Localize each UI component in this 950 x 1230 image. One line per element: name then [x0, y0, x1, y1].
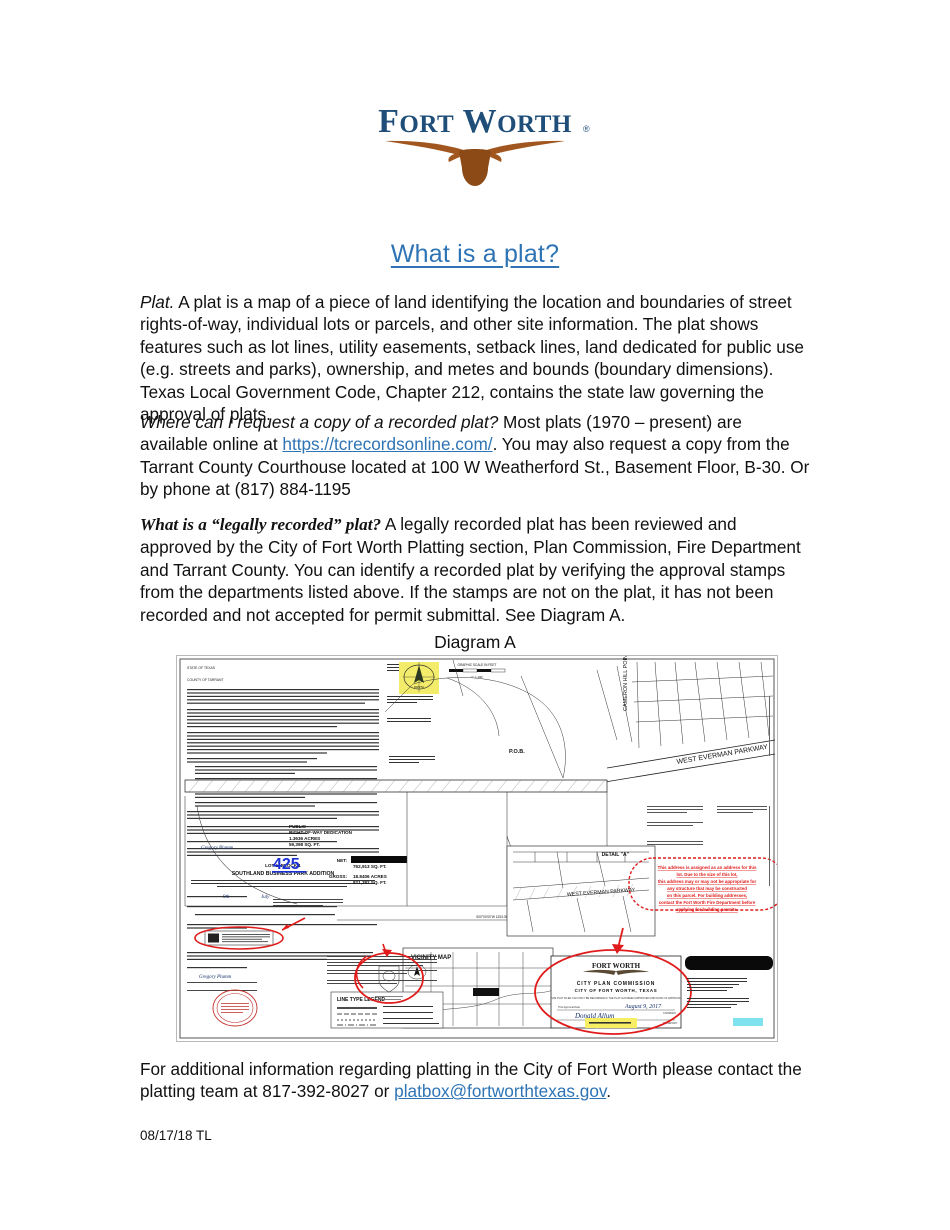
paragraph-legally-recorded: What is a “legally recorded” plat? A leg…: [140, 513, 812, 626]
plat-street-everman-detail: WEST EVERMAN PARKWAY: [567, 887, 636, 898]
svg-text:DETAIL "A": DETAIL "A": [602, 852, 630, 858]
svg-text:FORT WORTH: FORT WORTH: [378, 103, 572, 140]
svg-text:9th: 9th: [223, 895, 230, 900]
blue-annotation-425: 425: [272, 856, 306, 873]
platbox-email-link[interactable]: platbox@fortworthtexas.gov: [394, 1081, 607, 1102]
red-circle-annotation-2: [534, 949, 692, 1035]
plat-right-margin-text: [769, 696, 770, 886]
svg-text:CITY OF FORT WORTH, TEXAS: CITY OF FORT WORTH, TEXAS: [575, 988, 658, 993]
footer-text-after: .: [606, 1081, 611, 1102]
svg-text:This address is assigned as an: This address is assigned as an address f…: [658, 865, 757, 870]
plat-diagram-image: STATE OF TEXAS COUNTY OF TARRANT: [176, 655, 778, 1042]
plat-surveyor-block: [687, 978, 749, 1008]
svg-text:18.8406 ACRES: 18.8406 ACRES: [353, 874, 387, 879]
paragraph-2-lead: Where can I request a copy of a recorded…: [140, 412, 499, 432]
plat-county-of-tarrant: COUNTY OF TARRANT: [187, 678, 224, 682]
plat-detail-a-box: DETAIL "A" WEST EVERMAN PARKWAY: [506, 845, 656, 937]
svg-text:S00°00'00"W 1253.05': S00°00'00"W 1253.05': [476, 915, 508, 919]
svg-text:PUBLIC: PUBLIC: [289, 824, 307, 829]
svg-text:August 9, 2017: August 9, 2017: [624, 1004, 662, 1010]
plat-north-arrow-highlighted: NORTH: [399, 662, 439, 694]
plat-subdivision-name: SOUTHLAND BUSINESS PARK ADDITION: [232, 871, 335, 877]
document-datestamp: 08/17/18 TL: [140, 1128, 212, 1143]
paragraph-plat-definition: Plat. A plat is a map of a piece of land…: [140, 291, 812, 425]
svg-text:SECRETARY: SECRETARY: [663, 1022, 678, 1025]
svg-text:lot. Due to the size of this: lot. Due to the size of this lot,: [677, 872, 738, 877]
diagram-caption: Diagram A: [434, 632, 516, 652]
plat-drawing: STATE OF TEXAS COUNTY OF TARRANT: [177, 656, 777, 1041]
paragraph-3-body: A legally recorded plat has been reviewe…: [140, 514, 801, 625]
plat-lot-grid: [596, 661, 774, 749]
svg-text:Gregory Plumm: Gregory Plumm: [201, 846, 234, 851]
footer-contact-info: For additional information regarding pla…: [140, 1058, 812, 1103]
svg-text:RIGHT-OF-WAY DEDICATION: RIGHT-OF-WAY DEDICATION: [289, 830, 353, 835]
svg-text:FORT WORTH: FORT WORTH: [592, 962, 641, 970]
plat-state-of-texas: STATE OF TEXAS: [187, 666, 216, 670]
svg-text:This Approval Date: This Approval Date: [558, 1005, 580, 1009]
plat-pob-label: P.O.B.: [509, 749, 525, 755]
svg-text:821,382 SQ. FT.: 821,382 SQ. FT.: [353, 880, 386, 885]
svg-text:GRAPHIC SCALE IN FEET: GRAPHIC SCALE IN FEET: [458, 663, 497, 667]
paragraph-2-body-after: . You may also request a copy from the T…: [140, 434, 810, 500]
red-warning-annotation: This address is assigned as an address f…: [628, 857, 777, 912]
svg-text:CHAIRMAN: CHAIRMAN: [663, 1012, 676, 1015]
fort-worth-logo: FORT WORTH ®: [0, 96, 950, 193]
svg-text:July: July: [261, 895, 270, 900]
svg-text:425: 425: [273, 856, 300, 873]
plat-area-summary: PUBLIC RIGHT-OF-WAY DEDICATION 1.3636 AC…: [289, 824, 407, 885]
page-title: What is a plat?: [390, 240, 560, 268]
svg-text:LINE TYPE LEGEND: LINE TYPE LEGEND: [337, 997, 385, 1003]
svg-text:1" = 100': 1" = 100': [471, 675, 483, 679]
longhorn-logo-icon: FORT WORTH ®: [378, 103, 590, 186]
svg-text:1.3636 ACRES: 1.3636 ACRES: [289, 836, 320, 841]
vicinity-site-marker: [473, 988, 499, 996]
plat-street-cameron: CAMERON HILL POINT: [623, 656, 629, 711]
svg-text:on this parcel. For building: on this parcel. For building addresses,: [667, 893, 748, 898]
plat-lower-left-notes: [327, 956, 437, 984]
svg-text:THIS PLAT FILED CAN ONLY BE RE: THIS PLAT FILED CAN ONLY BE RECORDED IF …: [550, 996, 682, 1000]
svg-text:762,913 SQ. FT.: 762,913 SQ. FT.: [353, 864, 386, 869]
svg-text:CITY PLAN COMMISSION: CITY PLAN COMMISSION: [577, 981, 655, 987]
svg-text:any structure that may be cons: any structure that may be constructed: [667, 886, 747, 891]
redaction-bar-surveyor: [685, 956, 773, 970]
plat-county-seal-circled: [354, 943, 424, 1004]
tcrecordsonline-link[interactable]: https://tcrecordsonline.com/: [282, 434, 493, 455]
plat-recorder-stamp: [194, 917, 306, 950]
paragraph-1-body: A plat is a map of a piece of land ident…: [140, 292, 804, 425]
plat-boundary-curves: [384, 659, 566, 779]
red-circle-annotation-1: [194, 926, 284, 950]
cyan-highlight-box: [733, 1018, 763, 1026]
plat-row-hatch-band: [184, 779, 608, 793]
paragraph-1-lead: Plat.: [140, 292, 175, 312]
svg-text:applying for building permits.: applying for building permits.: [676, 907, 738, 912]
plat-line-type-legend: LINE TYPE LEGEND: [330, 991, 444, 1029]
redaction-bar-acreage: [351, 856, 407, 863]
svg-text:Gregory Plumm: Gregory Plumm: [199, 975, 232, 980]
svg-text:contact the Fort Worth Fire De: contact the Fort Worth Fire Department b…: [659, 900, 756, 905]
plat-north-label: NORTH: [414, 685, 425, 689]
svg-text:GROSS:: GROSS:: [329, 874, 348, 879]
footer-text-before: For additional information regarding pla…: [140, 1059, 802, 1102]
svg-text:®: ®: [583, 124, 590, 134]
plat-right-notes: [647, 806, 767, 845]
plat-notary-seal: [212, 989, 258, 1027]
svg-text:59,398 SQ. FT.: 59,398 SQ. FT.: [289, 842, 320, 847]
svg-text:NET:: NET:: [337, 858, 348, 863]
svg-text:this address may or may not be: this address may or may not be appropria…: [658, 879, 757, 884]
paragraph-3-lead: What is a “legally recorded” plat?: [140, 515, 382, 534]
plat-lot-block: LOT 1, BLOCK 1: [265, 863, 301, 868]
paragraph-request-copy: Where can I request a copy of a recorded…: [140, 411, 812, 501]
paragraph-2-body-before: Most plats (1970 – present) are availabl…: [140, 412, 742, 455]
svg-text:Donald Allum: Donald Allum: [574, 1012, 614, 1020]
